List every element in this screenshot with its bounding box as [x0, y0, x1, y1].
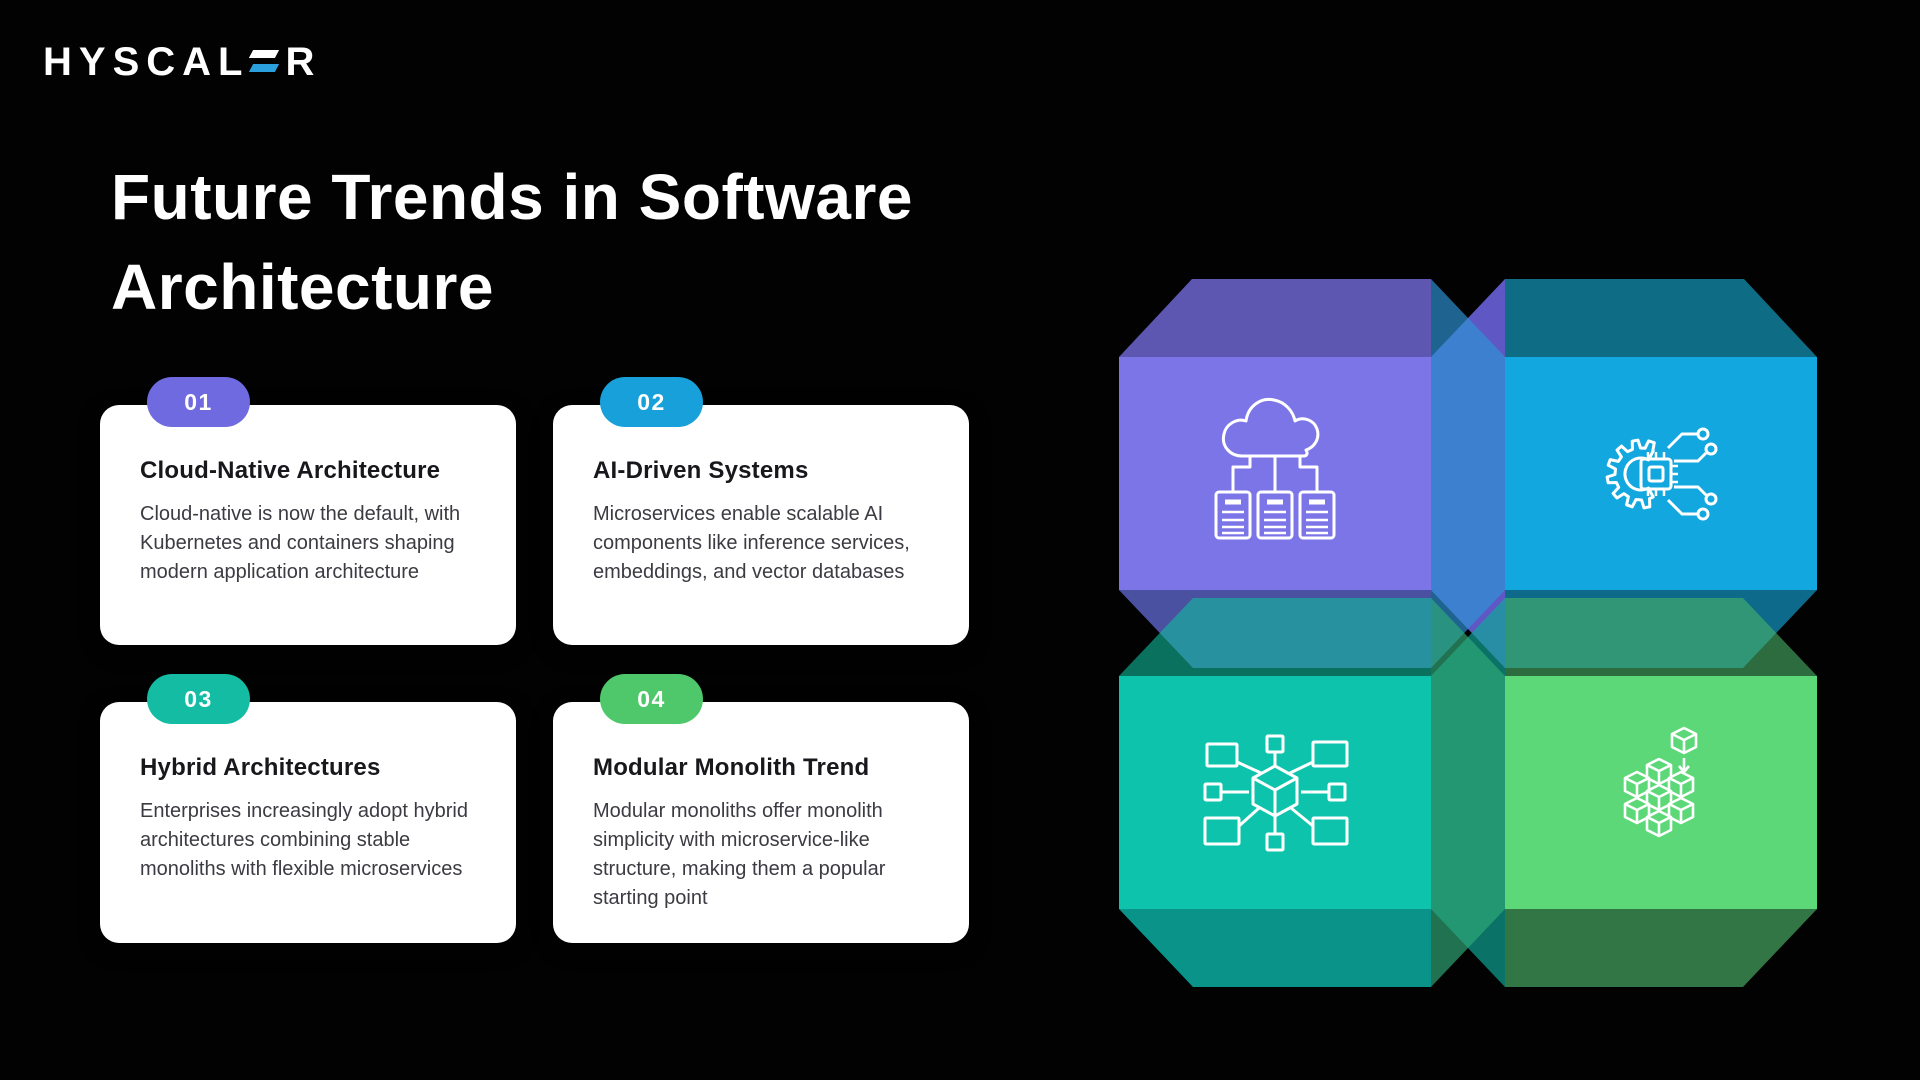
trend-cards-grid: 01 Cloud-Native Architecture Cloud-nativ…: [100, 377, 969, 943]
card-title: AI-Driven Systems: [593, 457, 809, 484]
cube-face: [1119, 357, 1431, 590]
trend-card-3: 03 Hybrid Architectures Enterprises incr…: [100, 674, 516, 943]
trend-card-1: 01 Cloud-Native Architecture Cloud-nativ…: [100, 377, 516, 645]
card-number-badge: 03: [147, 674, 250, 724]
cube-face: [1431, 279, 1505, 668]
card-body: Enterprises increasingly adopt hybrid ar…: [140, 800, 468, 880]
cube-face: [1505, 676, 1817, 909]
cube-face: [1505, 598, 1817, 676]
card-title: Cloud-Native Architecture: [140, 457, 441, 484]
logo-text-right: R: [285, 40, 322, 84]
cube-face: [1431, 598, 1505, 987]
card-title: Hybrid Architectures: [140, 754, 381, 781]
card-number-badge: 04: [600, 674, 703, 724]
card-body: Microservices enable scalable AI compone…: [593, 503, 910, 583]
trend-card-2: 02 AI-Driven Systems Microservices enabl…: [553, 377, 969, 645]
cube-face: [1119, 676, 1431, 909]
page-title: Future Trends in Software Architecture: [111, 152, 913, 332]
card-body: Modular monoliths offer monolith simplic…: [593, 800, 886, 909]
cube-face: [1505, 909, 1817, 987]
cube-face: [1505, 279, 1817, 357]
card-body: Cloud-native is now the default, with Ku…: [140, 503, 461, 583]
card-title: Modular Monolith Trend: [593, 754, 870, 781]
cube-face: [1119, 598, 1431, 676]
cube-face: [1431, 598, 1505, 987]
logo-e-top-bar: [249, 49, 280, 58]
trend-card-4: 04 Modular Monolith Trend Modular monoli…: [553, 674, 969, 943]
cube-face: [1119, 279, 1431, 357]
cube-face: [1505, 357, 1817, 590]
card-number-badge: 02: [600, 377, 703, 427]
logo-e-glyph-icon: [249, 48, 280, 78]
cube-face: [1505, 590, 1817, 668]
cube-face: [1431, 279, 1505, 668]
page-title-line2: Architecture: [111, 251, 494, 323]
card-number-badge: 01: [147, 377, 250, 427]
page-title-line1: Future Trends in Software: [111, 161, 913, 233]
logo-text-left: HYSCAL: [43, 40, 250, 84]
hyscaler-logo: HYSCAL R: [43, 40, 321, 85]
cube-face: [1119, 590, 1431, 668]
logo-e-accent-bar: [249, 63, 280, 72]
cube-face: [1119, 909, 1431, 987]
